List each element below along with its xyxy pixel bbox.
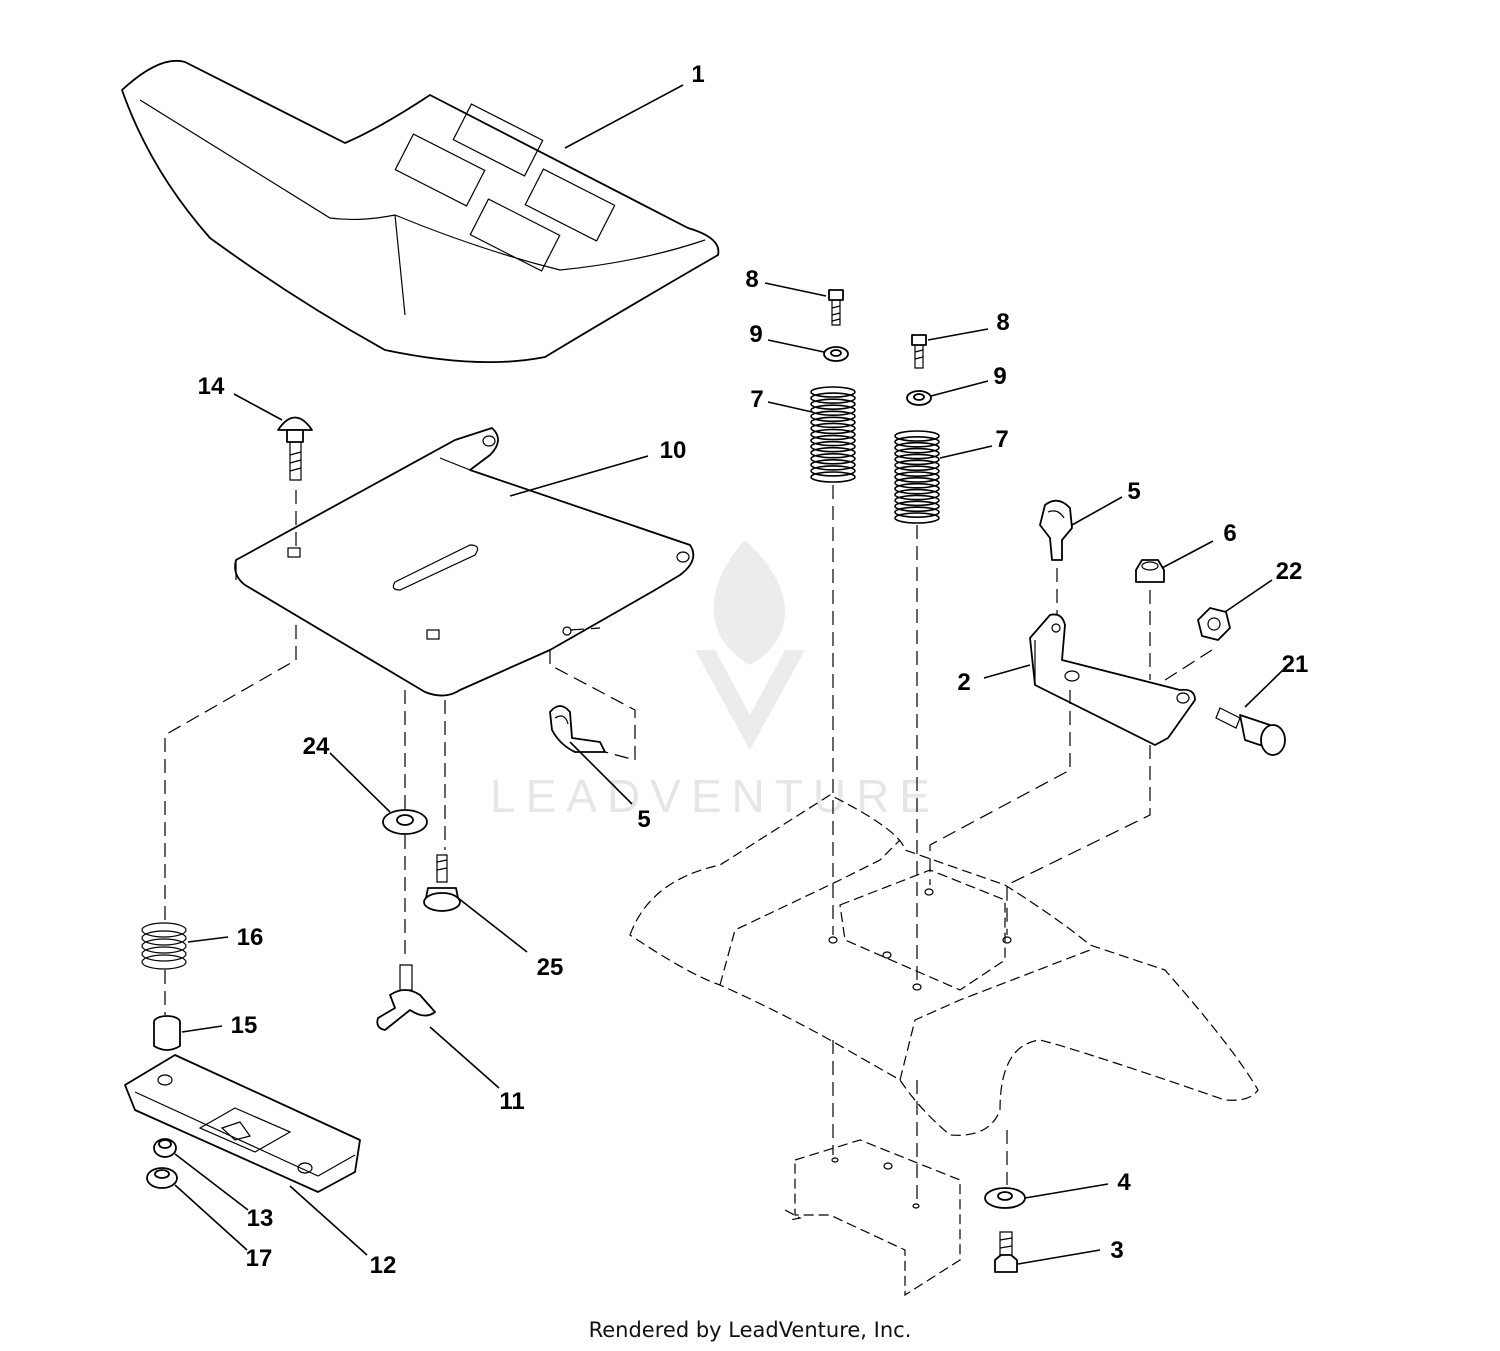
callout-7-right: 7 xyxy=(995,426,1008,453)
spring-coil xyxy=(894,465,940,477)
assembly-guide-lines xyxy=(164,485,1213,1200)
slide-bracket-part xyxy=(124,1054,361,1193)
washer-part xyxy=(984,1187,1026,1209)
bolt-part xyxy=(828,289,844,326)
callout-leaders xyxy=(174,84,1284,1265)
hex-nut-part xyxy=(1135,559,1165,583)
mounting-bracket-part xyxy=(1029,613,1196,746)
callout-13: 13 xyxy=(247,1205,274,1232)
callout-22: 22 xyxy=(1276,558,1303,585)
watermark-logo-icon xyxy=(695,540,805,750)
shoulder-bolt-part xyxy=(1215,707,1286,756)
seat-part xyxy=(121,60,720,364)
spring-coil xyxy=(894,482,940,495)
spring-coil xyxy=(894,477,940,489)
rendered-by-footer: Rendered by LeadVenture, Inc. xyxy=(588,1318,912,1342)
spring-coil xyxy=(810,446,856,459)
spring-coil xyxy=(810,452,856,465)
callout-10: 10 xyxy=(660,437,687,464)
spring-coil xyxy=(894,453,940,466)
washer-part xyxy=(823,346,849,362)
callout-9-right: 9 xyxy=(993,363,1006,390)
callout-4: 4 xyxy=(1117,1169,1131,1196)
spring-coil xyxy=(810,422,856,435)
callout-6: 6 xyxy=(1223,520,1236,547)
callout-11: 11 xyxy=(499,1088,524,1115)
spring-coil xyxy=(810,404,856,417)
callout-8-left: 8 xyxy=(745,266,758,293)
spring-coil xyxy=(894,430,940,442)
hex-nut-part xyxy=(153,1138,177,1158)
bolt-part xyxy=(911,334,927,369)
spring-coil xyxy=(894,459,940,472)
spring-coil xyxy=(810,434,856,447)
spring-coil xyxy=(894,436,940,448)
spring-coil xyxy=(810,459,856,471)
seat-pan-part xyxy=(234,427,695,697)
spring-coil xyxy=(810,465,856,477)
spring-coil xyxy=(810,416,856,429)
bolt-part xyxy=(994,1231,1018,1273)
hex-nut-part xyxy=(1197,607,1231,641)
spring-coil xyxy=(894,471,940,483)
seat-knob-part xyxy=(376,964,436,1031)
spring-coil xyxy=(810,392,856,404)
spring-coil xyxy=(894,488,940,501)
spring-coil xyxy=(810,398,856,410)
callout-8-right: 8 xyxy=(996,309,1009,336)
spring-coil xyxy=(894,494,940,507)
callout-12: 12 xyxy=(370,1252,397,1279)
washer-part xyxy=(906,390,932,406)
spring-coil xyxy=(894,506,940,518)
watermark-text: LEADVENTURE xyxy=(490,770,940,822)
spring-coil xyxy=(810,440,856,453)
callout-2: 2 xyxy=(957,669,970,696)
spring-coil xyxy=(810,410,856,423)
callout-24: 24 xyxy=(303,733,330,760)
spring-coil xyxy=(894,512,940,524)
flange-nut-part xyxy=(146,1167,178,1189)
spacer-part xyxy=(153,1015,181,1051)
callout-15: 15 xyxy=(231,1012,258,1039)
seat-clip-part xyxy=(1039,499,1073,561)
carriage-bolt-part xyxy=(277,416,313,481)
callout-labels: 1 2 3 4 5 5 6 7 7 8 8 9 9 10 11 12 13 14… xyxy=(198,61,1309,1279)
callout-7-left: 7 xyxy=(750,386,763,413)
chassis-frame-phantom xyxy=(629,794,1259,1297)
spring-coil xyxy=(894,447,940,460)
washer-part xyxy=(382,809,428,835)
callout-1: 1 xyxy=(691,61,704,88)
spring-coil xyxy=(810,386,856,398)
compression-spring-part xyxy=(141,922,187,970)
seat-clip-part xyxy=(549,705,606,753)
callout-21: 21 xyxy=(1282,651,1309,678)
callout-5-left: 5 xyxy=(637,806,650,833)
spring-coil xyxy=(894,441,940,454)
callout-5-right: 5 xyxy=(1127,478,1140,505)
callout-16: 16 xyxy=(237,924,264,951)
callout-25: 25 xyxy=(537,954,564,981)
spring-coil xyxy=(810,471,856,483)
seat-spring-part xyxy=(810,386,856,483)
shoulder-bolt-part xyxy=(423,854,461,912)
callout-17: 17 xyxy=(246,1245,273,1272)
callout-9-left: 9 xyxy=(749,321,762,348)
spring-coil xyxy=(894,500,940,513)
spring-coil xyxy=(810,428,856,441)
callout-14: 14 xyxy=(198,373,225,400)
callout-3: 3 xyxy=(1110,1237,1123,1264)
seat-spring-part xyxy=(894,430,940,524)
